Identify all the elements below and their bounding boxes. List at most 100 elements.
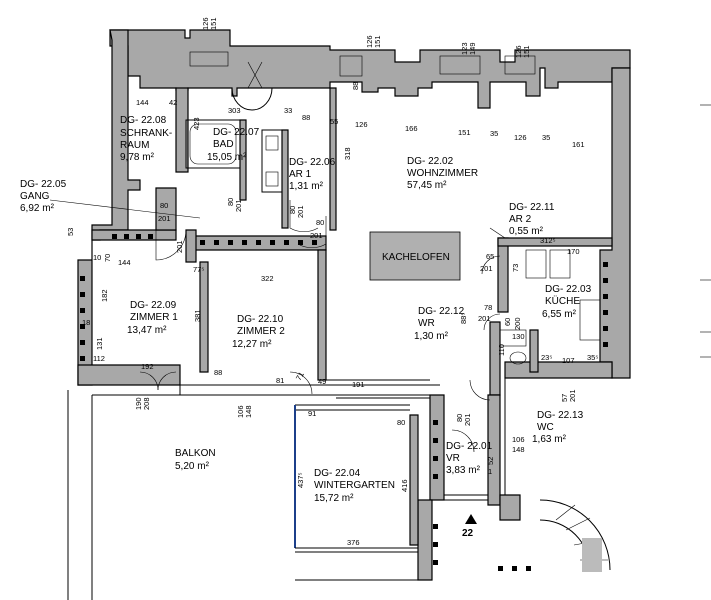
kachelofen-block	[369, 231, 461, 281]
dim-label: 60	[503, 318, 512, 326]
dim-label: 91	[308, 409, 316, 418]
dim-label: 65	[486, 252, 494, 261]
dim-label: 106	[512, 435, 525, 444]
room-code: DG- 22.12	[418, 306, 465, 317]
dim-label: 201	[234, 199, 243, 212]
dim-label: 423	[192, 117, 201, 130]
room-area: 0,55 m²	[509, 226, 544, 237]
dim-label: 110	[497, 344, 506, 356]
dim-label: 52	[486, 457, 495, 465]
dim-label: 318	[343, 147, 352, 160]
room-area: 6,55 m²	[542, 309, 577, 320]
dim-label: 144	[118, 258, 131, 267]
dim-label: 80	[397, 418, 405, 427]
room-area: 13,47 m²	[127, 325, 167, 336]
dim-label: 35	[490, 129, 498, 138]
stair-number: 22	[462, 528, 474, 539]
dim-label: 149	[468, 42, 477, 55]
dim-label: 200	[513, 317, 522, 330]
dim-label: 322	[261, 274, 274, 283]
dim-label: 73	[511, 264, 520, 272]
room-name: WR	[418, 318, 435, 329]
room-name: BALKON	[175, 448, 216, 459]
dim-label: 148	[244, 405, 253, 418]
room-area: 5,20 m²	[175, 461, 210, 472]
dim-label: 151	[209, 17, 218, 30]
dim-label: 81	[276, 376, 284, 385]
room-area: 1,30 m²	[414, 331, 449, 342]
room-name: RAUM	[120, 140, 149, 151]
room-code: DG- 22.08	[120, 115, 167, 126]
dim-label: 49	[318, 377, 326, 386]
room-area: 6,92 m²	[20, 203, 55, 214]
room-area: 9,78 m²	[120, 152, 155, 163]
room-code: DG- 22.01	[446, 441, 493, 452]
dim-label: 53	[66, 228, 75, 236]
dim-label: 208	[142, 397, 151, 410]
dim-label: 126	[365, 35, 374, 48]
dimensions: 126 151 126 151 123 149 126 151 144 42 3…	[66, 17, 598, 547]
room-area: 1,31 m²	[289, 181, 324, 192]
dim-label: 376	[347, 538, 360, 547]
dim-label: 123	[460, 42, 469, 55]
dim-label: 71	[294, 370, 306, 382]
room-code: DG- 22.10	[237, 314, 284, 325]
dim-label: 148	[512, 445, 525, 454]
room-code: DG- 22.02	[407, 156, 454, 167]
dim-label: 201	[463, 413, 472, 426]
dim-label: 201	[480, 264, 493, 273]
dim-label: 80	[288, 206, 297, 214]
dim-label: 161	[572, 140, 585, 149]
room-name: VR	[446, 453, 460, 464]
room-name: BAD	[213, 139, 234, 150]
room-name: WINTERGARTEN	[314, 480, 395, 491]
room-name: GANG	[20, 191, 50, 202]
dim-label: 190	[134, 397, 143, 410]
walls	[77, 29, 631, 581]
dim-label: 35	[542, 133, 550, 142]
room-area: 12,27 m²	[232, 339, 272, 350]
dim-label: 303	[228, 106, 241, 115]
dim-label: 144	[136, 98, 149, 107]
room-name: KÜCHE	[545, 295, 580, 307]
room-code: DG- 22.07	[213, 127, 260, 138]
dim-label: 88⁵	[459, 313, 468, 324]
dim-label: 10	[93, 253, 101, 262]
dim-label: 381	[193, 309, 202, 322]
dim-label: 166	[405, 124, 418, 133]
dim-label: 80	[316, 218, 324, 227]
dim-label: 201	[568, 389, 577, 402]
dim-label: 192	[141, 362, 154, 371]
dim-label: 437⁵	[296, 472, 305, 488]
dim-label: 77⁵	[193, 265, 204, 274]
dim-label: 191	[352, 380, 365, 389]
room-name: SCHRANK-	[120, 128, 172, 139]
dim-label: 201	[310, 231, 323, 240]
dim-label: 42	[169, 98, 177, 107]
dim-label: 126	[514, 133, 527, 142]
dim-label: 80	[226, 198, 235, 206]
dim-label: 201	[158, 214, 171, 223]
dim-label: 201	[478, 314, 491, 323]
dim-label: 106	[236, 405, 245, 418]
room-code: DG- 22.09	[130, 300, 177, 311]
dim-label: 126	[514, 45, 523, 58]
dim-label: 80	[160, 201, 168, 210]
dim-label: 126	[355, 120, 368, 129]
outline-lines	[49, 51, 711, 600]
doors	[139, 200, 501, 453]
room-area: 3,83 m²	[446, 465, 481, 476]
dim-label: 70	[103, 254, 112, 262]
room-name: ZIMMER 1	[130, 312, 178, 323]
dim-label: 151	[373, 35, 382, 48]
dim-label: 78	[484, 303, 492, 312]
dim-label: 88	[214, 368, 222, 377]
dim-label: 201	[175, 240, 184, 253]
room-name: AR 1	[289, 169, 312, 180]
room-code: DG- 22.04	[314, 468, 361, 479]
dim-label: 1	[488, 467, 492, 476]
room-code: DG- 22.05	[20, 179, 67, 190]
dim-label: 23⁵	[541, 353, 552, 362]
kachelofen-label: KACHELOFEN	[382, 252, 450, 263]
